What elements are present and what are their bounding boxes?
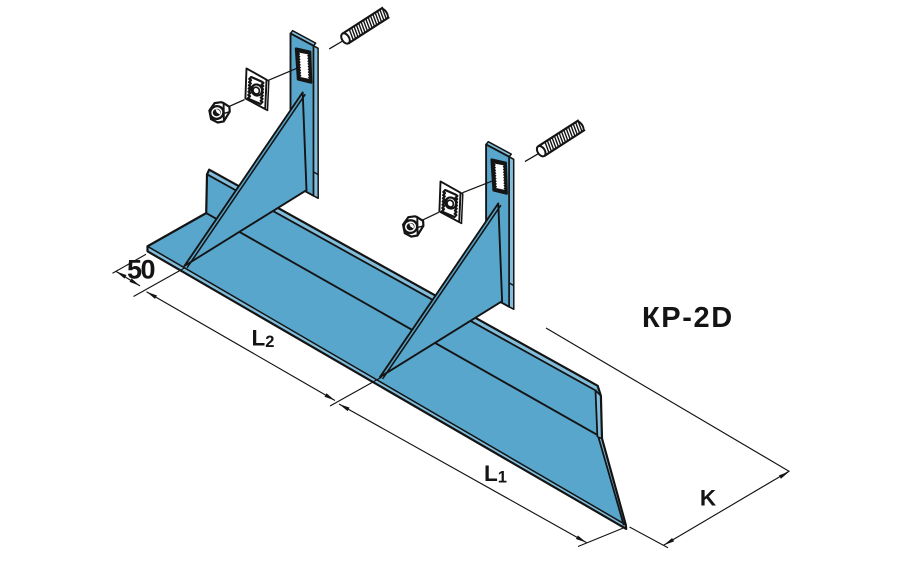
- svg-text:K: K: [700, 486, 717, 511]
- svg-text:50: 50: [127, 255, 155, 285]
- svg-text:КР-2D: КР-2D: [642, 302, 734, 334]
